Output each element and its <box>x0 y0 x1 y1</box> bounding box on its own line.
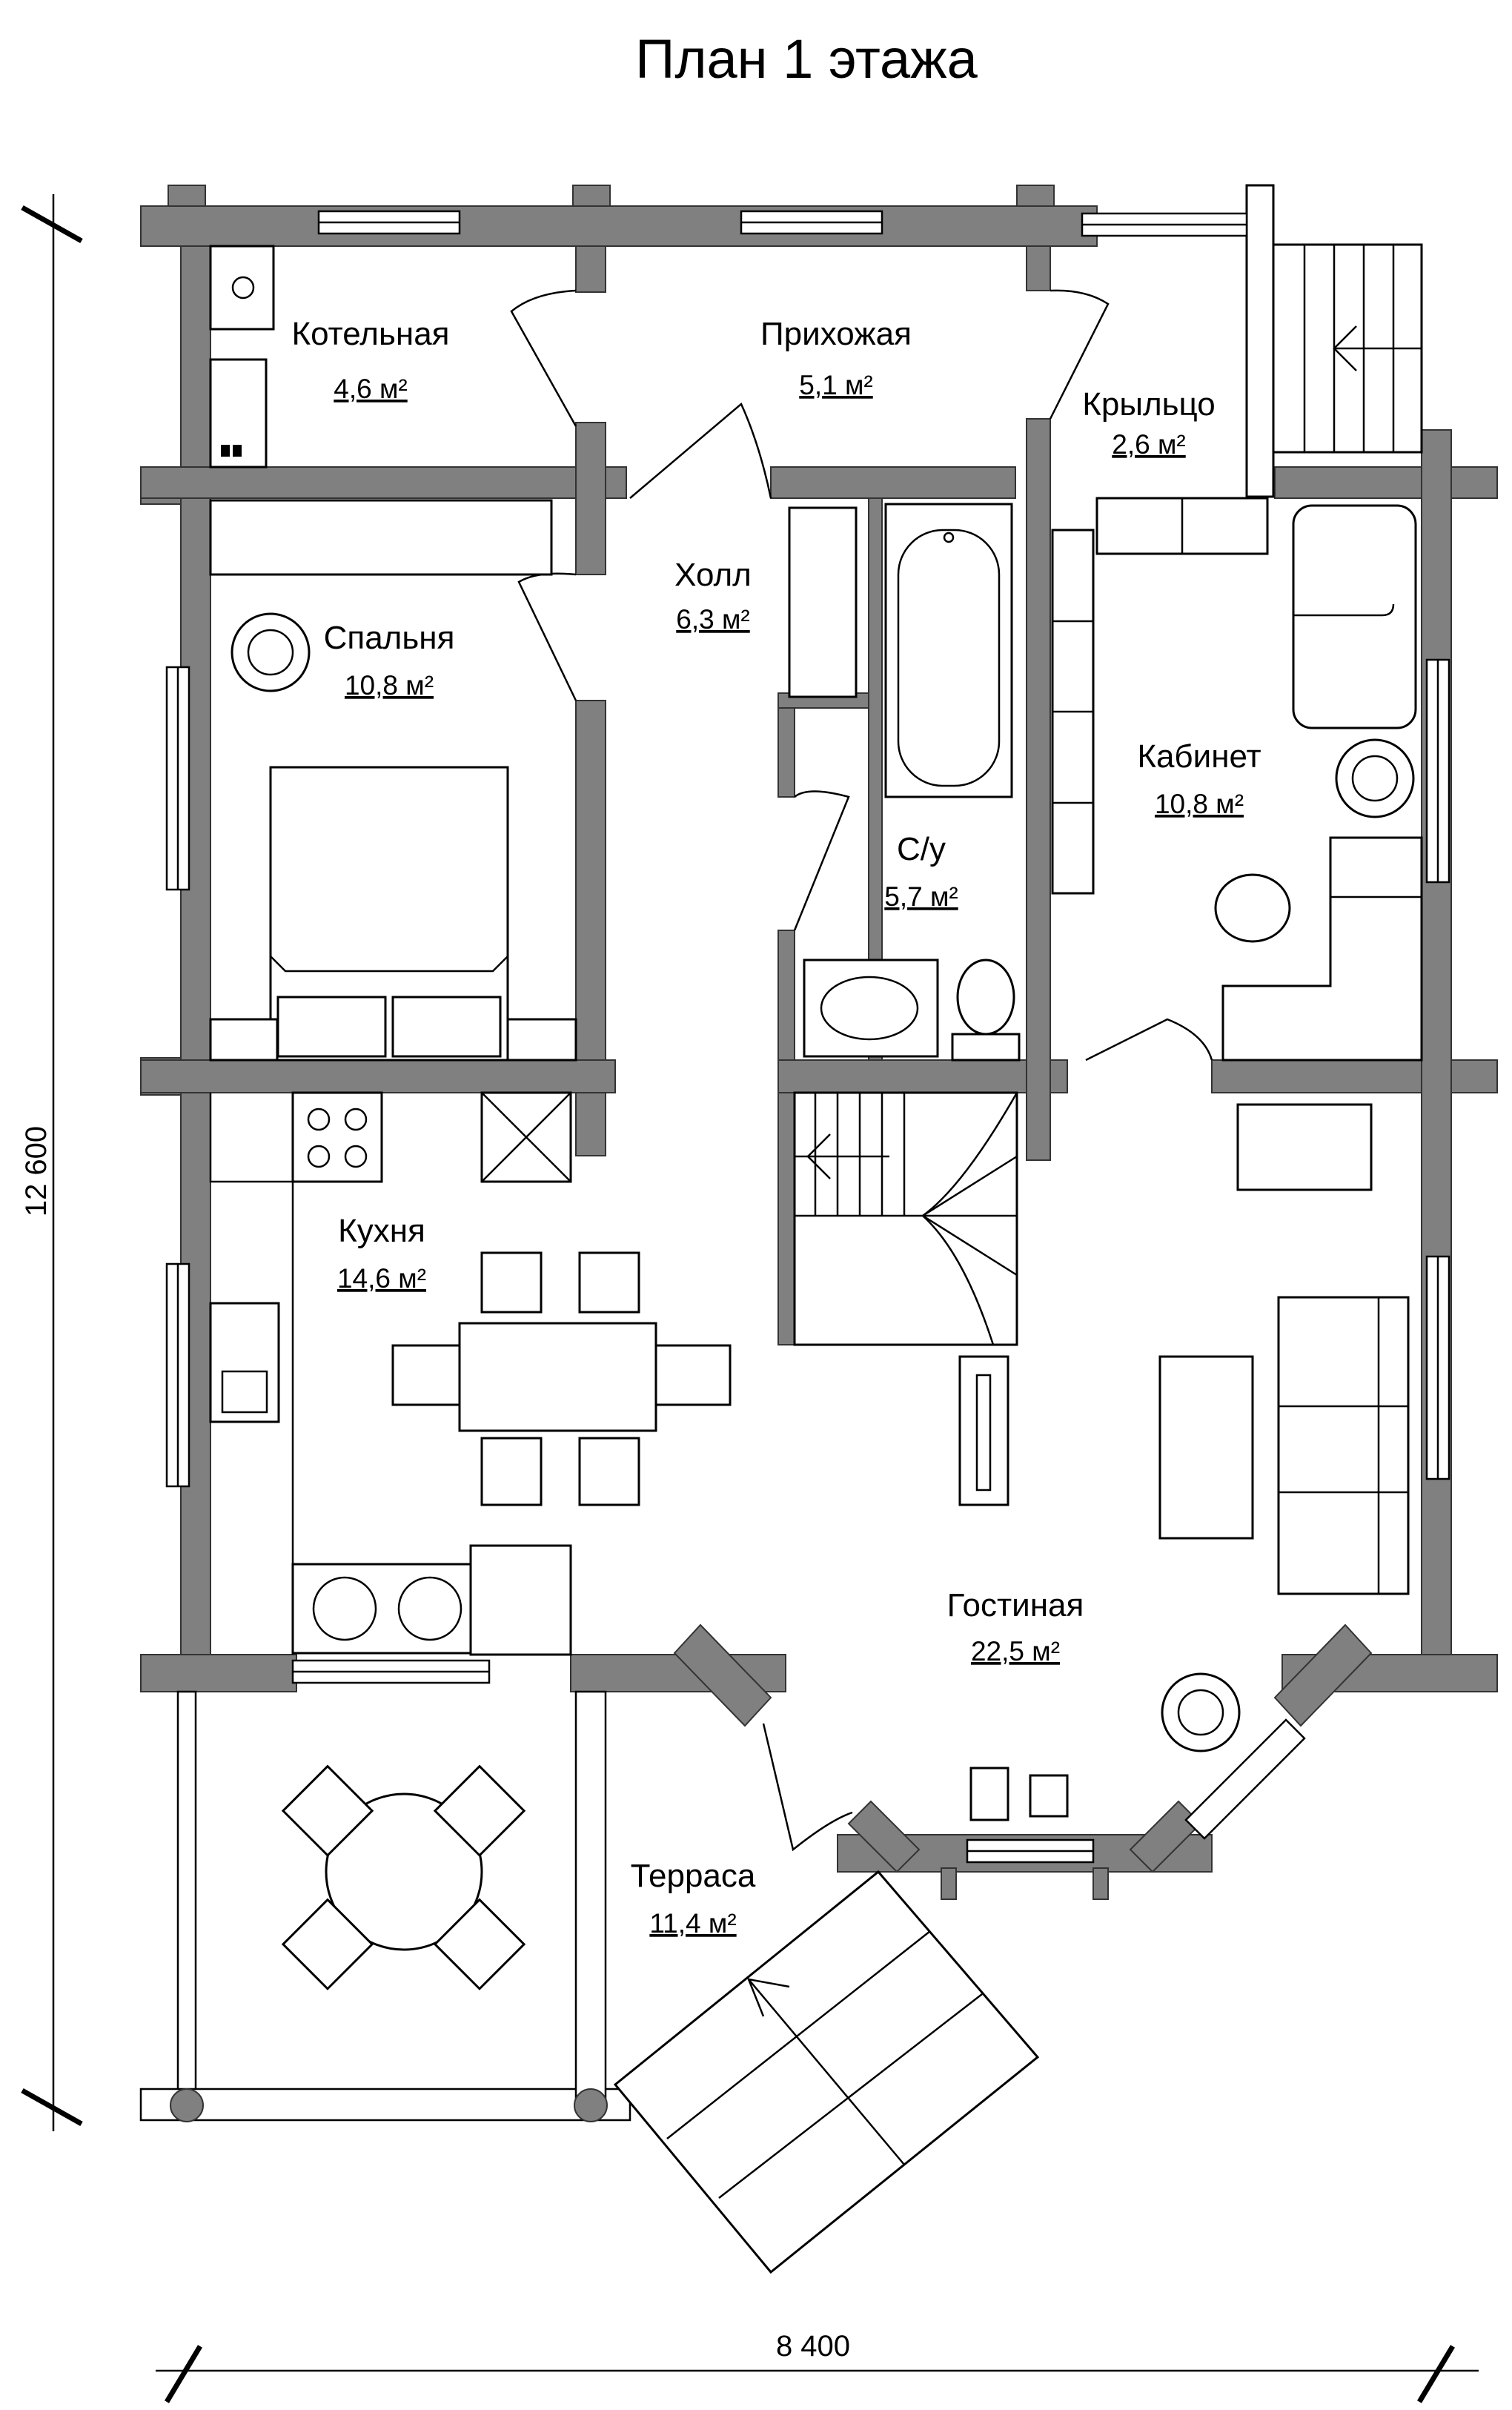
dining-chair <box>578 1251 640 1314</box>
sofa <box>1277 1296 1410 1595</box>
room-name-kitchen: Кухня <box>338 1213 425 1249</box>
fridge <box>469 1544 572 1656</box>
dining-chair <box>391 1344 461 1406</box>
interior-stairs <box>793 1091 1018 1346</box>
width-dimension: 8 400 <box>156 2330 1479 2403</box>
window-bay-angled <box>1184 1718 1306 1840</box>
windows <box>165 210 1450 1864</box>
dimension-tick-top <box>21 205 83 244</box>
dining-chair <box>480 1251 543 1314</box>
furniture <box>209 245 1423 1990</box>
dining-chair <box>578 1437 640 1506</box>
room-name-living: Гостиная <box>947 1587 1084 1623</box>
room-area-boiler: 4,6 м² <box>334 374 407 404</box>
room-area-porch: 2,6 м² <box>1112 429 1185 460</box>
plant-icon <box>1335 738 1415 818</box>
room-area-living: 22,5 м² <box>971 1636 1060 1666</box>
living-cabinet <box>1236 1103 1373 1191</box>
plant-icon <box>231 612 311 692</box>
boiler <box>209 245 275 331</box>
terrace-chair <box>281 1764 374 1857</box>
tv-stand <box>958 1355 1009 1506</box>
wardrobe <box>209 499 553 576</box>
hall-cabinet <box>788 506 858 698</box>
study-desk <box>1221 836 1423 1062</box>
height-dimension: 12 600 <box>20 194 83 2131</box>
sink <box>803 959 939 1058</box>
room-area-bedroom: 10,8 м² <box>345 670 434 701</box>
dining-table <box>458 1322 657 1432</box>
terrace-table <box>325 1792 483 1951</box>
terrace-chair <box>281 1898 374 1990</box>
terrace-stairs <box>613 1870 1040 2274</box>
dining-chair <box>654 1344 732 1406</box>
room-area-bathroom: 5,7 м² <box>884 881 958 912</box>
plan-title: План 1 этажа <box>635 28 978 90</box>
study-armchair <box>1292 504 1417 729</box>
room-name-hall: Холл <box>674 557 752 593</box>
coffee-table <box>1158 1355 1254 1540</box>
plant-icon <box>1161 1672 1241 1752</box>
room-area-terrace: 11,4 м² <box>649 1908 736 1939</box>
dining-chair <box>480 1437 543 1506</box>
terrace-chair <box>433 1764 526 1857</box>
room-name-bedroom: Спальня <box>324 620 455 656</box>
width-dimension-label: 8 400 <box>776 2330 850 2363</box>
room-name-porch: Крыльцо <box>1082 386 1216 423</box>
living-armchair <box>969 1767 1009 1821</box>
washer <box>291 1563 472 1655</box>
height-dimension-label: 12 600 <box>20 1126 53 1216</box>
room-name-boiler: Котельная <box>292 316 450 352</box>
doors <box>510 289 1213 1852</box>
dimension-tick-right <box>1416 2345 1456 2403</box>
room-area-entry: 5,1 м² <box>799 370 872 400</box>
toilet-tank <box>951 1033 1021 1062</box>
room-name-terrace: Терраса <box>631 1858 756 1894</box>
stove <box>291 1091 383 1183</box>
room-name-entry: Прихожая <box>760 316 912 352</box>
room-name-study: Кабинет <box>1137 738 1261 775</box>
room-labels: Котельная 4,6 м² Прихожая 5,1 м² Крыльцо… <box>292 316 1261 1939</box>
room-area-hall: 6,3 м² <box>676 604 749 635</box>
dimension-tick-bottom <box>21 2088 83 2127</box>
room-name-bathroom: С/у <box>897 831 946 867</box>
porch-stairs <box>1272 243 1423 454</box>
room-area-study: 10,8 м² <box>1155 789 1244 819</box>
bathtub <box>884 503 1013 798</box>
room-area-kitchen: 14,6 м² <box>337 1263 426 1294</box>
study-chair <box>1214 873 1291 943</box>
dimension-tick-left <box>164 2345 203 2403</box>
terrace-chair <box>433 1898 526 1990</box>
kitchen-sink <box>209 1302 280 1423</box>
